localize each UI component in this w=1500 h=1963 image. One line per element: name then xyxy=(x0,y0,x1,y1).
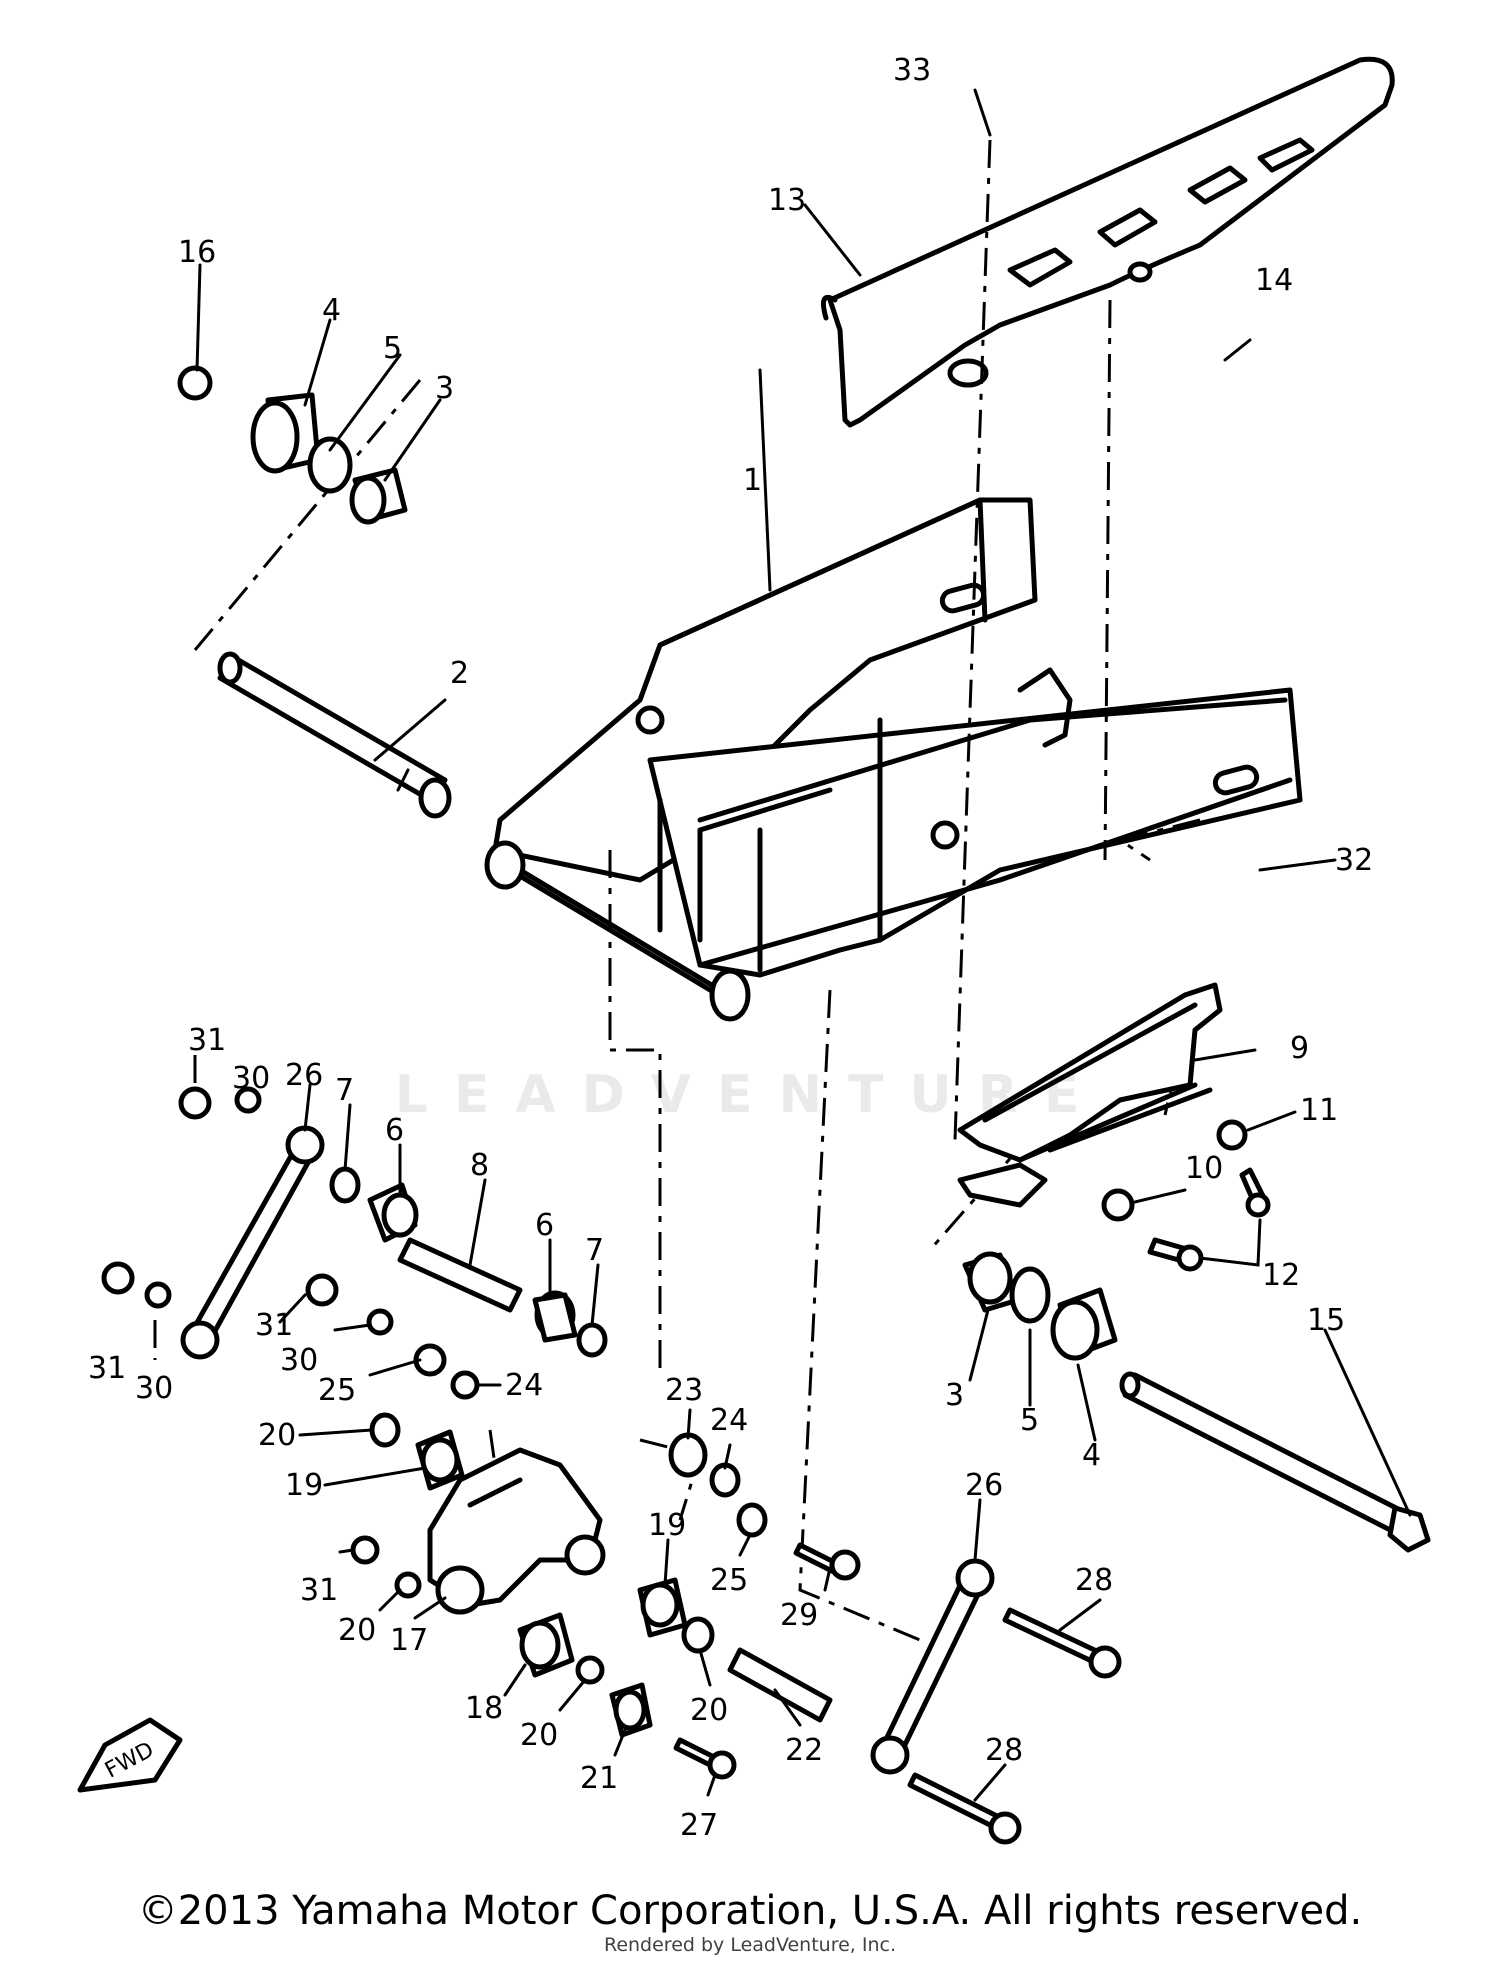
upper-left-parts xyxy=(177,365,408,525)
part-label-6-left: 6 xyxy=(385,1113,404,1148)
part-label-13: 13 xyxy=(768,183,806,218)
part-label-8: 8 xyxy=(470,1148,489,1183)
part-label-24-right: 24 xyxy=(710,1403,748,1438)
swingarm xyxy=(484,497,1303,1022)
part-label-9: 9 xyxy=(1290,1031,1309,1066)
part-label-25-right: 25 xyxy=(710,1563,748,1598)
part-label-26-left: 26 xyxy=(285,1058,323,1093)
part-label-1: 1 xyxy=(743,463,762,498)
part-number-labels: 33 13 14 16 4 5 3 1 2 32 9 11 10 12 15 3… xyxy=(88,53,1373,1843)
part-label-16: 16 xyxy=(178,235,216,270)
part-label-26-right: 26 xyxy=(965,1468,1003,1503)
leader-lines xyxy=(195,88,1412,1802)
part-label-30-a: 30 xyxy=(232,1061,270,1096)
part-label-12: 12 xyxy=(1262,1258,1300,1293)
part-label-7-left: 7 xyxy=(335,1073,354,1108)
watermark: LEADVENTURE xyxy=(394,1065,1106,1125)
part-label-5-top: 5 xyxy=(383,331,402,366)
part-label-29: 29 xyxy=(780,1598,818,1633)
part-label-28-bottom: 28 xyxy=(985,1733,1023,1768)
part-label-20-d: 20 xyxy=(520,1718,558,1753)
part-label-19-left: 19 xyxy=(285,1468,323,1503)
part-label-15: 15 xyxy=(1307,1303,1345,1338)
part-label-19-right: 19 xyxy=(648,1508,686,1543)
part-label-6-right: 6 xyxy=(535,1208,554,1243)
part-label-11: 11 xyxy=(1300,1093,1338,1128)
part-label-31-b: 31 xyxy=(255,1308,293,1343)
part-label-32: 32 xyxy=(1335,843,1373,878)
part-label-33: 33 xyxy=(893,53,931,88)
part-label-30-b: 30 xyxy=(280,1343,318,1378)
pivot-shaft xyxy=(217,651,452,819)
part-label-21: 21 xyxy=(580,1761,618,1796)
part-label-27: 27 xyxy=(680,1808,718,1843)
chain-tensioner xyxy=(957,982,1223,1208)
part-label-28-top: 28 xyxy=(1075,1563,1113,1598)
part-label-3-right: 3 xyxy=(945,1378,964,1413)
part-label-18: 18 xyxy=(465,1691,503,1726)
linkage-parts xyxy=(77,1086,1122,1845)
part-label-23: 23 xyxy=(665,1373,703,1408)
part-label-20-c: 20 xyxy=(690,1693,728,1728)
rendered-by-notice: Rendered by LeadVenture, Inc. xyxy=(603,1934,897,1956)
part-label-30-c: 30 xyxy=(135,1371,173,1406)
assembly-lines xyxy=(153,139,1201,1642)
part-label-31-a: 31 xyxy=(188,1023,226,1058)
part-label-20-b: 20 xyxy=(338,1613,376,1648)
part-label-20-a: 20 xyxy=(258,1418,296,1453)
chain-guard xyxy=(821,56,1395,428)
part-label-31-c: 31 xyxy=(88,1351,126,1386)
part-label-4-top: 4 xyxy=(322,293,341,328)
part-label-25-left: 25 xyxy=(318,1373,356,1408)
part-label-5-right: 5 xyxy=(1020,1403,1039,1438)
part-label-4-right: 4 xyxy=(1082,1438,1101,1473)
part-label-14: 14 xyxy=(1255,263,1293,298)
part-label-24-left: 24 xyxy=(505,1368,543,1403)
right-side-parts xyxy=(962,1119,1431,1553)
part-label-10: 10 xyxy=(1185,1151,1223,1186)
copyright-notice: ©2013 Yamaha Motor Corporation, U.S.A. A… xyxy=(137,1888,1363,1934)
part-label-22: 22 xyxy=(785,1733,823,1768)
part-label-7-right: 7 xyxy=(585,1233,604,1268)
part-label-3-top: 3 xyxy=(435,371,454,406)
part-label-2: 2 xyxy=(450,656,469,691)
part-label-31-d: 31 xyxy=(300,1573,338,1608)
part-label-17: 17 xyxy=(390,1623,428,1658)
